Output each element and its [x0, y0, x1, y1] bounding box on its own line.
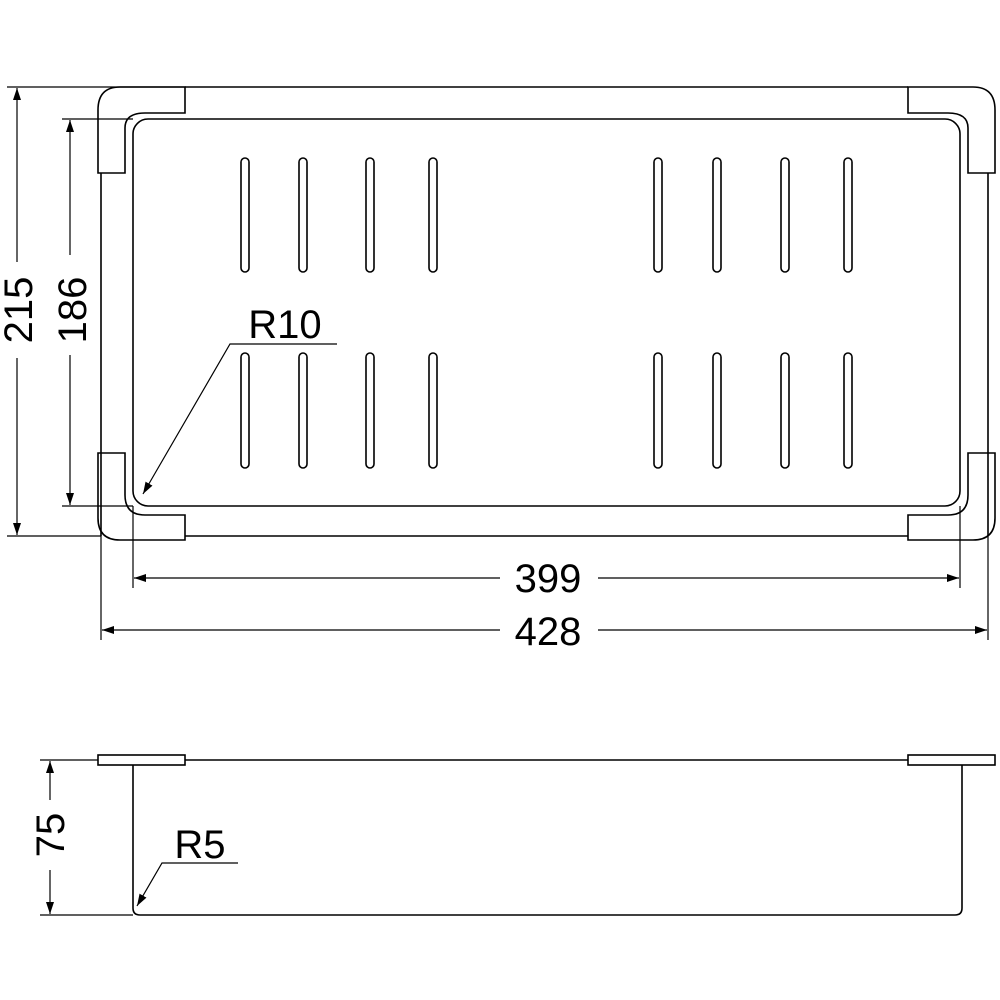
- slot: [240, 157, 250, 273]
- dimension-label-186: 186: [51, 277, 95, 344]
- rim-piece-left: [97, 754, 186, 766]
- radius-label-r10: R10: [248, 303, 321, 347]
- dimension-label-399: 399: [515, 557, 582, 601]
- extension-lines: [7, 86, 989, 640]
- slot: [428, 157, 438, 273]
- side-view: 75 R5: [29, 754, 996, 916]
- slot: [712, 157, 722, 273]
- drain-slots: [240, 157, 853, 469]
- slot: [428, 352, 438, 469]
- tray-body-profile: [132, 765, 963, 916]
- dimension-overall-length: 428: [102, 610, 987, 654]
- slot: [653, 157, 663, 273]
- rim-piece-right: [907, 754, 996, 766]
- slot: [712, 352, 722, 469]
- slot: [365, 352, 375, 469]
- slot: [365, 157, 375, 273]
- dimension-inner-length: 399: [134, 557, 959, 601]
- dimension-height: 75: [29, 761, 73, 914]
- dimension-inner-width: 186: [51, 120, 95, 505]
- corner-piece-bottom-left: [97, 452, 186, 541]
- dimension-overall-width: 215: [0, 88, 41, 535]
- slot: [298, 157, 308, 273]
- corner-piece-top-right: [907, 86, 996, 174]
- dimension-label-215: 215: [0, 277, 41, 344]
- dimension-label-75: 75: [29, 813, 73, 858]
- radius-callout-r5: R5: [136, 823, 238, 907]
- outer-rim-outline: [100, 86, 989, 537]
- slot: [298, 352, 308, 469]
- corner-piece-bottom-right: [907, 452, 996, 541]
- slot: [843, 352, 853, 469]
- radius-callout-r10: R10: [142, 303, 337, 495]
- slot: [653, 352, 663, 469]
- slot: [843, 157, 853, 273]
- extension-lines-side: [40, 759, 133, 916]
- slot: [780, 157, 790, 273]
- slot: [780, 352, 790, 469]
- inner-tray-outline: [132, 118, 961, 507]
- slot: [240, 352, 250, 469]
- corner-piece-top-left: [97, 86, 186, 174]
- top-view: 215 186 399 428 R10: [0, 86, 996, 654]
- dimension-label-428: 428: [515, 610, 582, 654]
- radius-label-r5: R5: [174, 823, 225, 867]
